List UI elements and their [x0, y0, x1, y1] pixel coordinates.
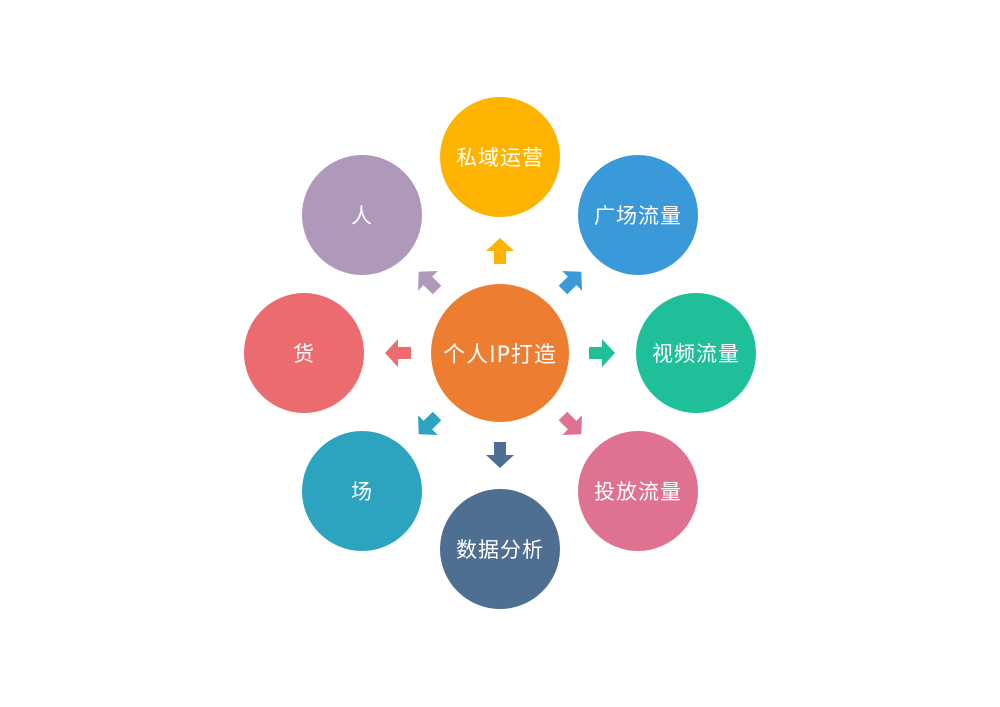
- arrow-up-left-icon: [418, 271, 442, 295]
- node-private-domain-operation[interactable]: 私域运营: [440, 97, 560, 217]
- node-goods[interactable]: 货: [244, 293, 364, 413]
- node-label: 货: [293, 342, 315, 366]
- arrow-up-icon: [486, 238, 514, 264]
- node-label: 私域运营: [456, 146, 544, 170]
- node-scene[interactable]: 场: [302, 431, 422, 551]
- node-paid-traffic[interactable]: 投放流量: [578, 431, 698, 551]
- center-node-personal-ip[interactable]: 个人IP打造: [431, 284, 569, 422]
- arrow-right-icon: [589, 339, 615, 367]
- node-people[interactable]: 人: [302, 155, 422, 275]
- node-data-analysis[interactable]: 数据分析: [440, 489, 560, 609]
- node-label: 数据分析: [456, 538, 544, 562]
- node-label: 视频流量: [652, 342, 740, 366]
- node-label: 场: [351, 480, 373, 504]
- arrow-up-right-icon: [558, 271, 582, 295]
- node-label: 人: [351, 204, 373, 228]
- arrow-down-right-icon: [558, 411, 582, 435]
- node-label: 广场流量: [594, 204, 682, 228]
- center-label: 个人IP打造: [443, 343, 557, 368]
- arrow-left-icon: [385, 339, 411, 367]
- node-square-traffic[interactable]: 广场流量: [578, 155, 698, 275]
- node-label: 投放流量: [594, 480, 682, 504]
- arrow-down-left-icon: [418, 411, 442, 435]
- node-video-traffic[interactable]: 视频流量: [636, 293, 756, 413]
- arrow-down-icon: [486, 442, 514, 468]
